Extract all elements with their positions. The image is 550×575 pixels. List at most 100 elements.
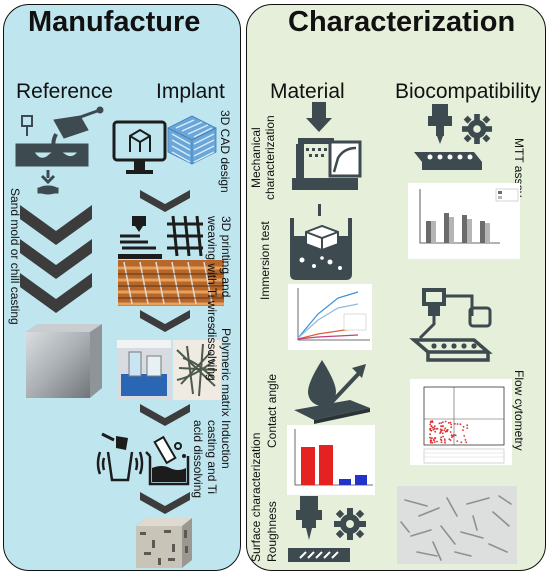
- cytometry-event-dot: [434, 428, 436, 430]
- cytometry-event-dot: [433, 441, 436, 443]
- cytometry-event-dot: [432, 428, 435, 431]
- computer-cad-icon: [112, 120, 167, 174]
- cytometry-event-dot: [439, 428, 442, 431]
- cytometry-event-dot: [449, 421, 452, 424]
- cytometry-event-dot: [448, 438, 451, 441]
- pipette-plate-icon: [414, 104, 482, 170]
- implant-chevron-1: [140, 190, 190, 212]
- gear-icon-bio: [462, 114, 492, 144]
- characterization-title: Characterization: [288, 6, 516, 38]
- cytometry-event-dot: [429, 427, 432, 430]
- cytometry-event-dot: [447, 422, 450, 424]
- press-icon: [292, 102, 362, 190]
- cytometry-event-dot: [449, 439, 452, 441]
- cytometry-event-dot: [454, 434, 456, 436]
- cytometry-event-dot: [441, 432, 444, 435]
- cytometry-event-dot: [438, 422, 441, 425]
- cytometry-event-dot: [430, 425, 433, 427]
- cytometry-event-dot: [430, 439, 433, 442]
- cytometry-event-dot: [450, 426, 453, 429]
- cytometry-event-dot: [442, 421, 444, 423]
- flow-cytometer-icon: [409, 288, 493, 362]
- mtt-chart: [408, 183, 520, 259]
- cytometry-event-dot: [443, 429, 446, 432]
- implant-chevron-2: [140, 310, 190, 332]
- manufacture-title: Manufacture: [28, 6, 201, 38]
- cytometry-event-dot: [435, 428, 438, 430]
- cytometry-event-dot: [430, 437, 433, 440]
- reference-process-label: Sand mold or chill casting: [8, 188, 22, 325]
- gear-icon: [334, 508, 366, 540]
- cytometry-event-dot: [444, 440, 446, 442]
- cytometry-event-dot: [442, 435, 444, 438]
- cytometry-event-dot: [441, 425, 443, 428]
- cytometry-event-dot: [434, 430, 437, 433]
- cytometry-event-dot: [431, 426, 434, 429]
- cytometry-event-dot: [440, 439, 443, 442]
- cytometry-event-dot: [431, 420, 434, 422]
- profilometer-icon: [288, 496, 350, 562]
- printed-scaffold-photo: [118, 260, 224, 306]
- cytometry-event-dot: [446, 430, 448, 433]
- implant-chevron-4: [140, 492, 190, 514]
- cytometry-event-dot: [462, 425, 465, 428]
- biocompatibility-heading: Biocompatibility: [395, 80, 541, 103]
- cytometry-event-dot: [460, 441, 463, 444]
- cytometry-event-dot: [449, 431, 452, 433]
- cytometry-event-dot: [466, 424, 469, 427]
- reference-cube-image: [26, 324, 102, 398]
- label-roughness: Roughness: [265, 501, 279, 562]
- immersion-plot: [288, 284, 372, 350]
- implant-chevron-3: [140, 404, 190, 426]
- induction-furnace-icon: [96, 432, 144, 482]
- cytometry-event-dot: [444, 441, 446, 444]
- cytometry-event-dot: [440, 422, 443, 424]
- cytometry-event-dot: [440, 436, 443, 439]
- contact-angle-chart: [287, 425, 375, 495]
- reference-heading: Reference: [16, 80, 113, 103]
- cytometry-event-dot: [429, 441, 432, 444]
- cytometry-event-dot: [444, 427, 447, 430]
- cytometry-event-dot: [454, 423, 456, 425]
- scaffold-render: [167, 115, 217, 165]
- acid-beaker-icon: [145, 435, 190, 486]
- cytometry-event-dot: [466, 427, 469, 429]
- immersion-tank-icon: [290, 204, 352, 280]
- label-contact-angle: Contact angle: [265, 373, 279, 448]
- cytometry-event-dot: [432, 438, 435, 441]
- cytometry-event-dot: [429, 433, 431, 436]
- cytometry-event-dot: [433, 425, 436, 428]
- dissolving-photos: [117, 340, 221, 400]
- cytometry-event-dot: [436, 440, 438, 443]
- printer-icon: [118, 216, 162, 259]
- label-immersion: Immersion test: [258, 221, 272, 300]
- cytometry-event-dot: [444, 420, 447, 423]
- weave-icon: [167, 215, 203, 257]
- cytometry-event-dot: [431, 441, 434, 444]
- implant-heading: Implant: [156, 80, 225, 103]
- label-flow-cytometry: Flow cytometry: [512, 370, 526, 451]
- material-heading: Material: [270, 80, 345, 103]
- cells-micrograph: [397, 486, 517, 564]
- reference-flow-chevrons: [20, 205, 92, 313]
- cytometry-event-dot: [463, 435, 466, 437]
- flow-cytometry-plot: [410, 379, 512, 465]
- cytometry-event-dot: [429, 421, 432, 424]
- cytometry-event-dot: [441, 429, 444, 431]
- cytometry-event-dot: [429, 423, 431, 426]
- casting-ladle-icon: [15, 106, 104, 195]
- label-surface: Surface characterization: [249, 432, 263, 562]
- cytometry-event-dot: [452, 434, 455, 436]
- cytometry-event-dot: [465, 441, 468, 444]
- cytometry-event-dot: [434, 437, 436, 439]
- cytometry-event-dot: [450, 423, 453, 426]
- cytometry-event-dot: [450, 434, 453, 437]
- cytometry-event-dot: [462, 429, 464, 431]
- step-cad-label: 3D CAD design: [218, 110, 232, 193]
- cytometry-event-dot: [440, 441, 443, 444]
